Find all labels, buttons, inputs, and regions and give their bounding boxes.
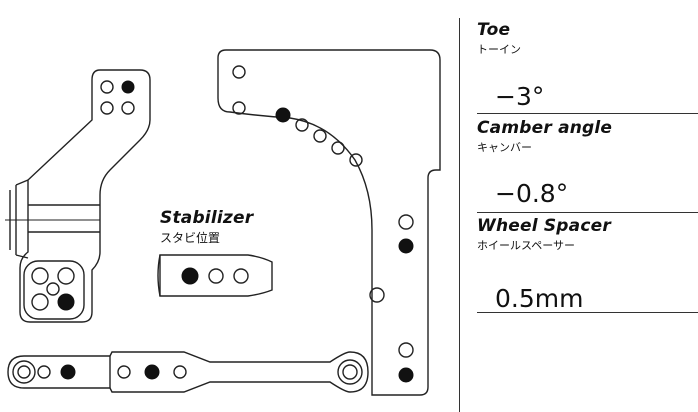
camber-title: Camber angle <box>477 118 613 138</box>
toe-subtitle: トーイン <box>477 43 521 56</box>
stabilizer-subtitle: スタビ位置 <box>160 231 221 245</box>
stabilizer-selected-hole <box>181 267 199 285</box>
plate-part <box>217 49 441 396</box>
wheel-spacer-rule <box>477 312 698 313</box>
camber-value: −0.8° <box>495 179 569 208</box>
wheel-spacer-value: 0.5mm <box>495 284 584 313</box>
plate-selected-hole <box>275 107 291 123</box>
link-part <box>7 351 369 393</box>
camber-subtitle: キャンバー <box>477 141 532 154</box>
knuckle-part <box>19 69 151 323</box>
parts-drawing <box>5 49 441 396</box>
knuckle-selected-hole <box>121 80 135 94</box>
stabilizer-title: Stabilizer <box>160 208 254 228</box>
wheel-spacer-subtitle: ホイールスペーサー <box>477 239 576 252</box>
toe-rule <box>477 113 698 114</box>
divider-line <box>459 18 460 412</box>
stabilizer-part <box>159 254 273 297</box>
toe-title: Toe <box>477 20 511 40</box>
camber-rule <box>477 212 698 213</box>
toe-value: −3° <box>495 82 545 111</box>
wheel-spacer-title: Wheel Spacer <box>477 216 611 236</box>
